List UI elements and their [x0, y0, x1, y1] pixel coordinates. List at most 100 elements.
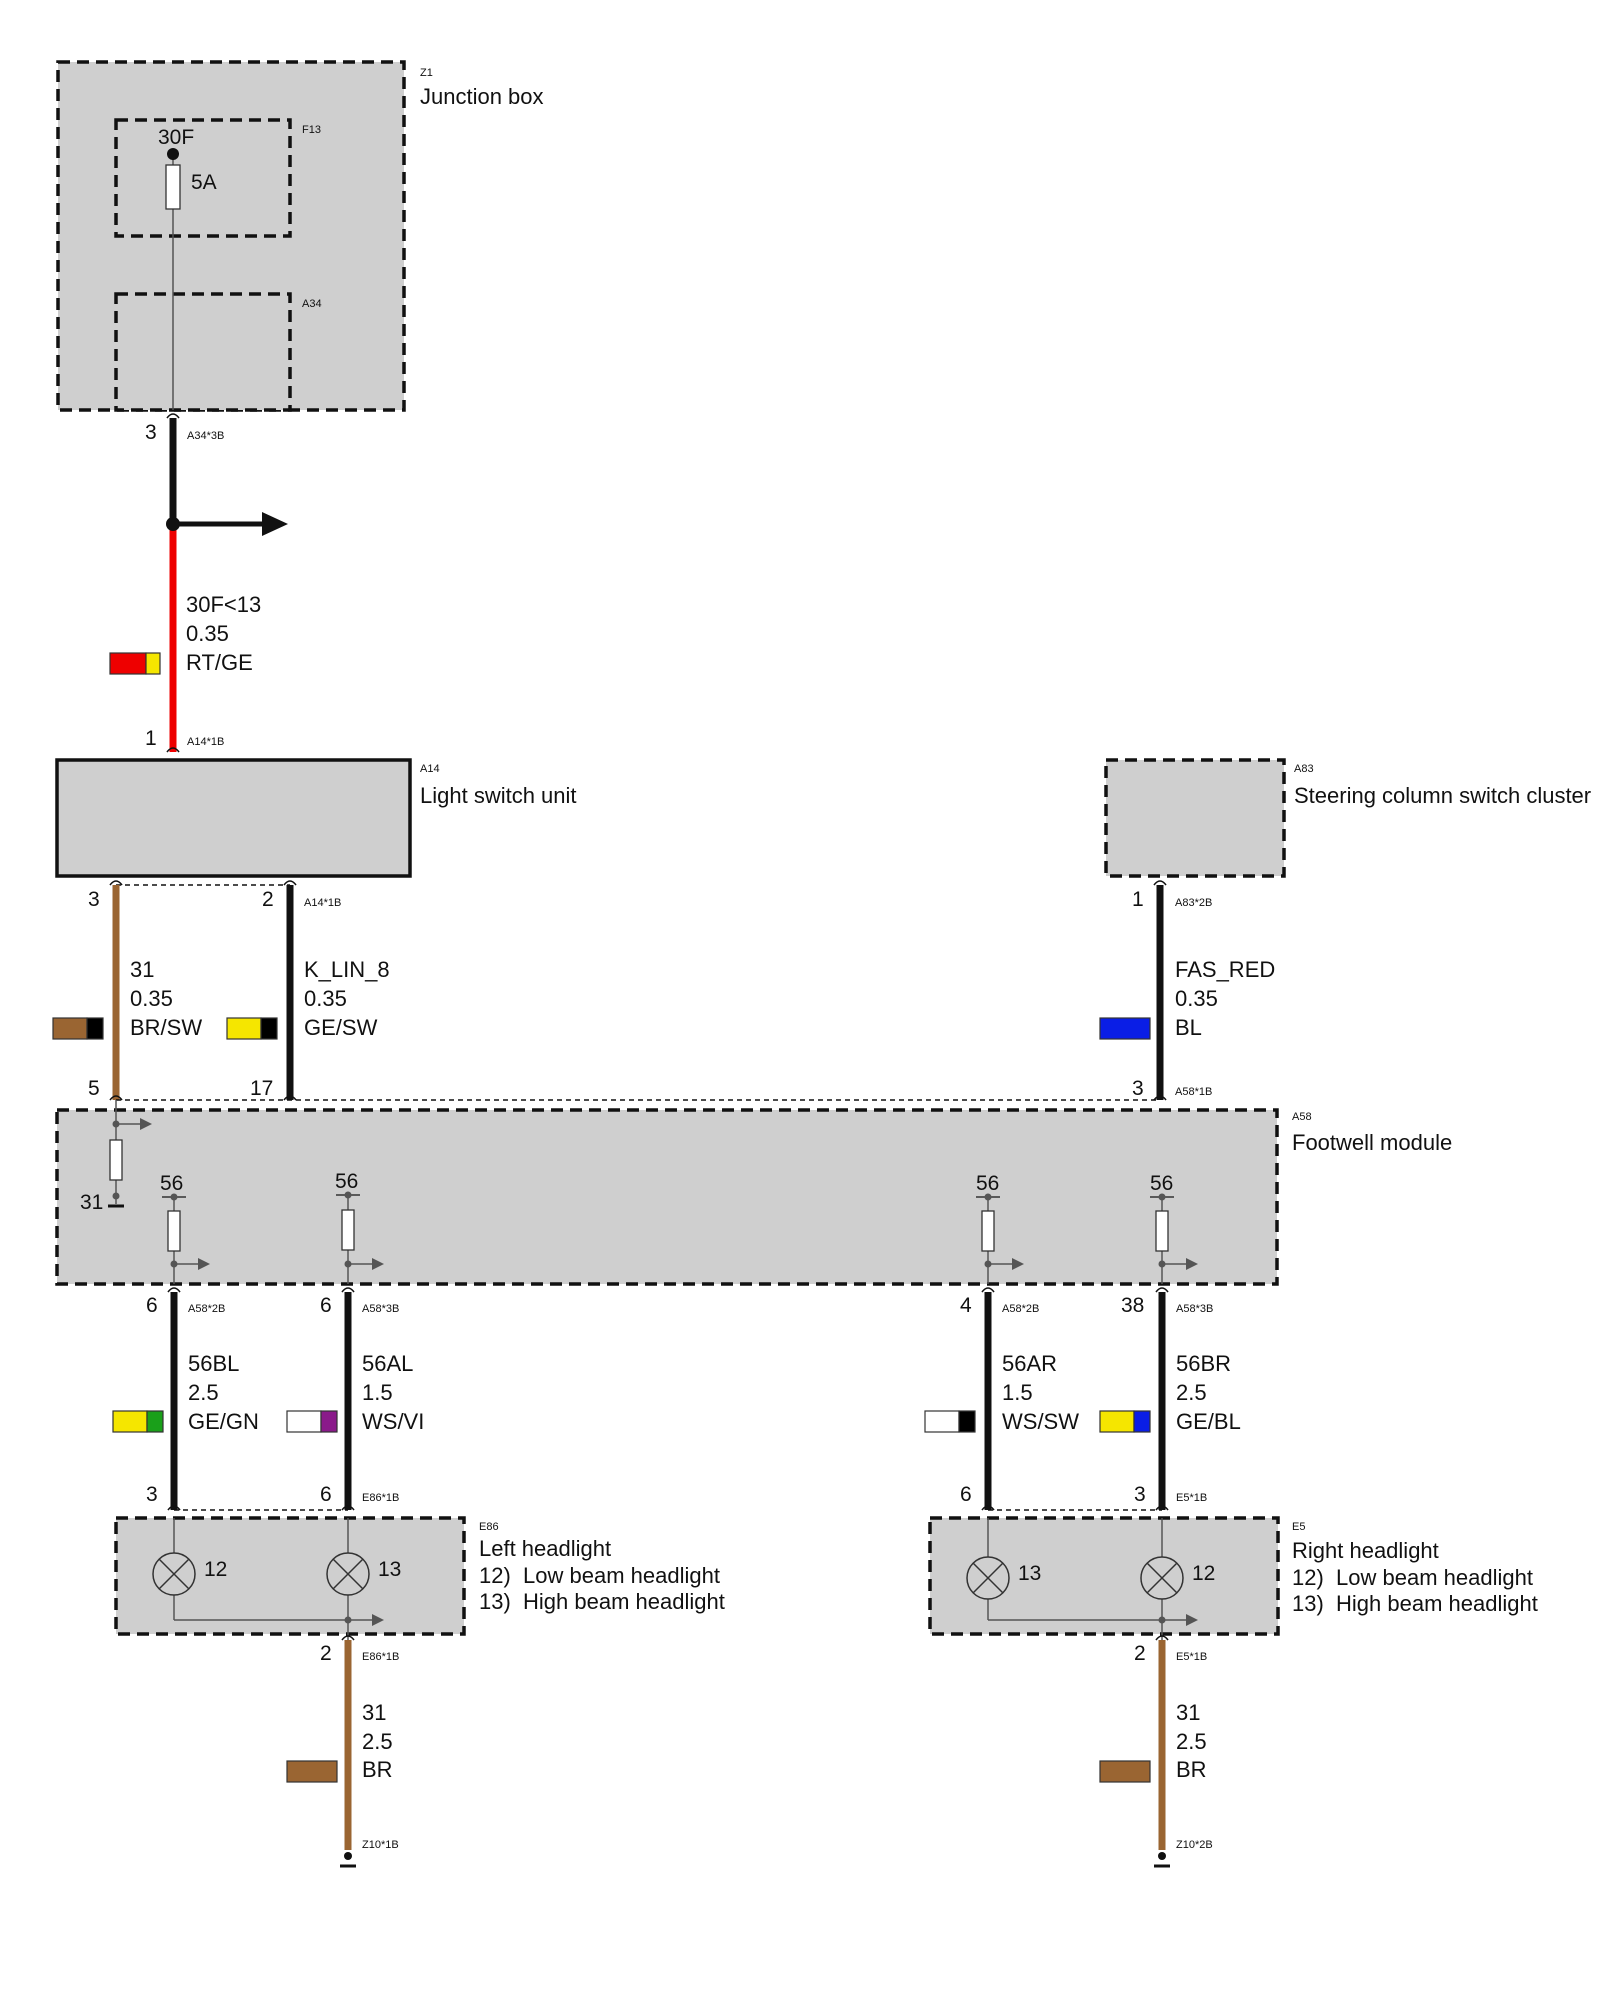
wire-30f: 3 A34*3B 30F<13 0.35 RT/GE 1 A14*1B: [109, 418, 288, 752]
pin-e86-3: 3: [146, 1483, 158, 1506]
conn-a83-2b: A83*2B: [1175, 897, 1212, 909]
wire-gndr-signal: 31: [1176, 1700, 1200, 1725]
color-swatch-rt: [109, 652, 147, 675]
e5-name: Right headlight: [1292, 1538, 1439, 1563]
driver-56br: 56: [1150, 1172, 1198, 1284]
wire-56br: 38 A58*3B 56BR 2.5 GE/BL 3 E5*1B: [1099, 1292, 1241, 1510]
wire-56ar-signal: 56AR: [1002, 1351, 1057, 1376]
wire-gndl-size: 2.5: [362, 1729, 393, 1754]
wire-gndl-color: BR: [362, 1757, 393, 1782]
wire-56br-color: GE/BL: [1176, 1409, 1241, 1434]
conn-z10-2b: Z10*2B: [1176, 1839, 1213, 1851]
wire-31-size: 0.35: [130, 986, 173, 1011]
wire-56bl-color: GE/GN: [188, 1409, 259, 1434]
wire-56al-signal: 56AL: [362, 1351, 413, 1376]
driver-56al: 56: [335, 1170, 384, 1284]
pin-a14-2: 2: [262, 888, 274, 911]
color-swatch-bl-2: [1133, 1410, 1151, 1433]
steering-column-switch-a83: A83 Steering column switch cluster: [1104, 758, 1591, 878]
lamp-13-label: 13: [378, 1558, 401, 1581]
e86-legend-12: 12) Low beam headlight: [479, 1563, 720, 1588]
wire-gndr-size: 2.5: [1176, 1729, 1207, 1754]
conn-e5-1b-b: E5*1B: [1176, 1651, 1207, 1663]
continuation-arrow-icon: [262, 512, 288, 536]
color-swatch-sw: [86, 1017, 104, 1040]
conn-a14-1b: A14*1B: [187, 736, 224, 748]
lamp-12-label: 12: [204, 1558, 227, 1581]
pin-a58-6a: 6: [146, 1294, 158, 1317]
color-swatch-br-3: [1099, 1760, 1151, 1783]
lamp-12-label-r: 12: [1192, 1562, 1215, 1585]
pin-e5-6: 6: [960, 1483, 972, 1506]
pin-a58-5: 5: [88, 1077, 100, 1100]
wire-56br-signal: 56BR: [1176, 1351, 1231, 1376]
wire-30f-signal: 30F<13: [186, 592, 261, 617]
z1-name: Junction box: [420, 84, 544, 109]
conn-a58-3b: A58*3B: [362, 1303, 399, 1315]
wire-31-signal: 31: [130, 957, 154, 982]
conn-a34-3b: A34*3B: [187, 430, 224, 442]
wire-klin-color: GE/SW: [304, 1015, 378, 1040]
pin-e86-2: 2: [320, 1642, 332, 1665]
wire-56bl-signal: 56BL: [188, 1351, 239, 1376]
e86-name: Left headlight: [479, 1536, 611, 1561]
wire-31-color: BR/SW: [130, 1015, 202, 1040]
wire-56al-color: WS/VI: [362, 1409, 424, 1434]
color-swatch-ws-2: [924, 1410, 960, 1433]
e5-id: E5: [1292, 1521, 1305, 1533]
driver-56bl: 56: [160, 1172, 210, 1284]
wire-56ar-color: WS/SW: [1002, 1409, 1079, 1434]
conn-a58-3b-b: A58*3B: [1176, 1303, 1213, 1315]
conn-a14-1b-b: A14*1B: [304, 897, 341, 909]
e5-legend-13: 13) High beam headlight: [1292, 1591, 1538, 1616]
conn-e5-1b: E5*1B: [1176, 1492, 1207, 1504]
wire-56al-size: 1.5: [362, 1380, 393, 1405]
pin-a58-6b: 6: [320, 1294, 332, 1317]
wire-fas-color: BL: [1175, 1015, 1202, 1040]
a34-box: [114, 292, 292, 412]
wire-gndl-signal: 31: [362, 1700, 386, 1725]
wire-56br-size: 2.5: [1176, 1380, 1207, 1405]
wire-fas-size: 0.35: [1175, 986, 1218, 1011]
wire-k-lin-8: 2 A14*1B K_LIN_8 0.35 GE/SW 17: [226, 885, 390, 1100]
e5-legend-12: 12) Low beam headlight: [1292, 1565, 1533, 1590]
color-swatch-gn: [146, 1410, 164, 1433]
wire-ground-left: 2 E86*1B 31 2.5 BR Z10*1B: [286, 1640, 399, 1868]
wire-31-brsw: 3 31 0.35 BR/SW 5: [52, 885, 202, 1100]
pin-a58-3: 3: [1132, 1077, 1144, 1100]
pin-a58-17: 17: [250, 1077, 273, 1100]
color-swatch-ge: [145, 652, 161, 675]
connector-hooks: [109, 413, 1169, 1641]
driver-56-label: 56: [335, 1170, 358, 1193]
conn-a58-2b: A58*2B: [188, 1303, 225, 1315]
a83-name: Steering column switch cluster: [1294, 783, 1591, 808]
a58-id: A58: [1292, 1111, 1312, 1123]
color-swatch-sw-2: [260, 1017, 278, 1040]
terminal-30f-dot: [167, 148, 179, 160]
internal-ground-31: 31: [80, 1100, 152, 1214]
z1-id: Z1: [420, 67, 433, 79]
color-swatch-sw-3: [958, 1410, 976, 1433]
e86-id: E86: [479, 1521, 499, 1533]
wire-fas-red: 1 A83*2B FAS_RED 0.35 BL 3 A58*1B: [1099, 885, 1275, 1100]
conn-a58-2b-b: A58*2B: [1002, 1303, 1039, 1315]
color-swatch-br: [52, 1017, 88, 1040]
junction-box-z1: Z1 Junction box F13 A34 30F 5A: [56, 60, 544, 412]
a83-id: A83: [1294, 763, 1314, 775]
a58-name: Footwell module: [1292, 1130, 1452, 1155]
wire-56bl: 6 A58*2B 56BL 2.5 GE/GN 3: [112, 1292, 259, 1510]
color-swatch-ge-4: [1099, 1410, 1135, 1433]
pin-a58-38: 38: [1121, 1294, 1144, 1317]
wire-56al: 6 A58*3B 56AL 1.5 WS/VI 6 E86*1B: [286, 1292, 424, 1510]
light-switch-unit-a14: A14 Light switch unit: [55, 758, 577, 886]
lamp-icon: [1140, 1556, 1184, 1600]
wire-fas-signal: FAS_RED: [1175, 957, 1275, 982]
a14-id: A14: [420, 763, 440, 775]
right-headlight-e5: 13 12 E5 Right headlight 12) Low beam he…: [928, 1509, 1538, 1640]
conn-z10-1b: Z10*1B: [362, 1839, 399, 1851]
conn-e86-1b-b: E86*1B: [362, 1651, 399, 1663]
pin-a14-1: 1: [145, 727, 157, 750]
wire-ground-right: 2 E5*1B 31 2.5 BR Z10*2B: [1099, 1640, 1213, 1868]
wire-klin-signal: K_LIN_8: [304, 957, 390, 982]
